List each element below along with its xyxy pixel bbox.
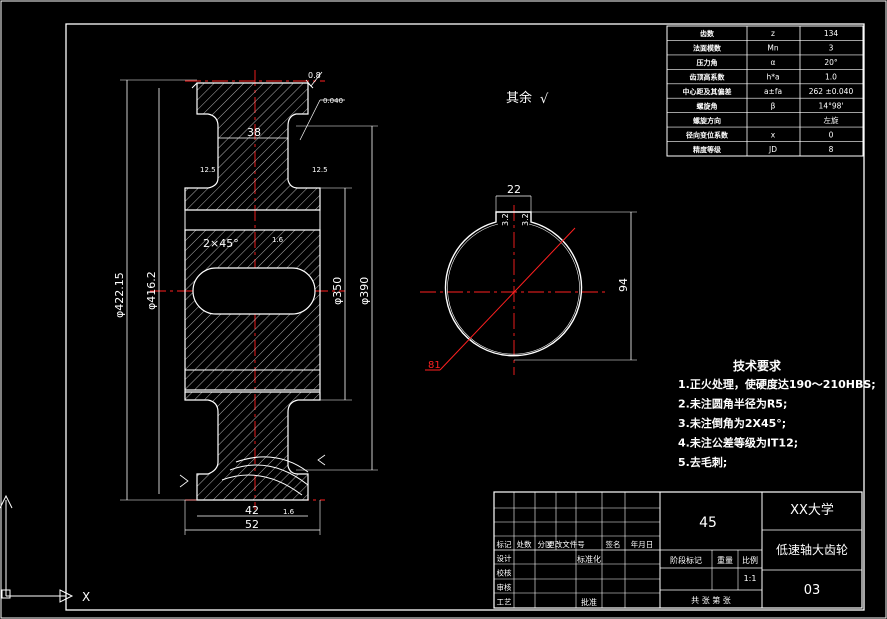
tech-req-item: 5.去毛刺; <box>678 455 727 469</box>
param-name: 中心距及其偏差 <box>683 87 732 96</box>
key-rough-1: 3.2 <box>501 213 510 226</box>
dim-root-dia: φ416.2 <box>145 271 158 310</box>
dim-38: 38 <box>247 126 261 139</box>
tech-req-item: 2.未注圆角半径为R5; <box>678 397 787 411</box>
helix-lines <box>221 456 309 496</box>
stage-label: 阶段标记 <box>670 555 702 565</box>
param-value: 0 <box>829 130 834 139</box>
std-label: 标准化 <box>577 554 601 564</box>
tb-row-label: 审核 <box>497 582 512 592</box>
lower-rim-section <box>184 391 321 501</box>
gear-section-view: 38 2×45° 1.6 φ422.15 φ416.2 φ350 φ390 42… <box>113 70 378 535</box>
drawing-border <box>65 23 865 611</box>
param-symbol: a±fa <box>764 87 782 96</box>
tech-req-item: 1.正火处理，使硬度达190～210HBS; <box>678 377 876 391</box>
scale-value: 1:1 <box>744 574 757 583</box>
param-value: 14°98' <box>819 101 844 110</box>
tb-header-label: 更改文件号 <box>547 539 585 549</box>
tb-row-label: 校核 <box>497 568 512 578</box>
param-value: 3 <box>829 44 834 53</box>
param-value: 1.0 <box>825 73 837 82</box>
upper-rim-section <box>184 82 321 211</box>
dim-390: φ390 <box>358 277 371 305</box>
rough-b: 12.5 <box>200 166 216 174</box>
dim-52: 52 <box>245 518 259 531</box>
technical-requirements: 技术要求 1.正火处理，使硬度达190～210HBS; 2.未注圆角半径为R5; 3… <box>678 358 876 469</box>
param-name: 螺旋方向 <box>693 116 721 125</box>
param-name: 齿数 <box>700 29 715 38</box>
dim-94: 94 <box>617 278 630 292</box>
tech-req-item: 3.未注倒角为2X45°; <box>678 416 786 430</box>
tb-header-label: 年月日 <box>631 539 654 549</box>
ucs-x-label: X <box>82 590 90 604</box>
param-name: 径向变位系数 <box>686 130 729 139</box>
rough-c: 12.5 <box>312 166 328 174</box>
chamfer-label: 2×45° <box>203 237 239 250</box>
tb-header-label: 处数 <box>517 539 532 549</box>
param-symbol: α <box>771 58 776 67</box>
weight-label: 重量 <box>717 555 733 565</box>
param-name: 齿顶高系数 <box>690 73 726 82</box>
param-symbol: h*a <box>766 73 779 82</box>
surface-note: 其余 <box>506 90 532 106</box>
param-symbol: z <box>771 29 775 38</box>
param-value: 左旋 <box>824 115 839 125</box>
dim-outer-dia: φ422.15 <box>113 272 126 318</box>
hub-end-view: 22 3.2 3.2 94 81 <box>420 183 637 375</box>
approve-label: 批准 <box>581 597 597 607</box>
param-symbol: x <box>771 130 776 139</box>
drawing-number: 03 <box>804 583 821 598</box>
tolerance: 0.040 <box>323 97 343 105</box>
part-name: 低速轴大齿轮 <box>776 542 848 557</box>
param-symbol: JD <box>768 145 777 154</box>
param-name: 精度等级 <box>693 145 722 154</box>
bore-circle <box>444 211 583 357</box>
rough-d: 1.6 <box>272 236 284 244</box>
keyway-slot <box>192 267 316 315</box>
param-symbol: β <box>771 101 776 110</box>
tech-title: 技术要求 <box>733 358 782 373</box>
material: 45 <box>699 515 717 531</box>
param-value: 20° <box>824 58 838 67</box>
sheets-label: 共 张 第 张 <box>691 595 731 605</box>
title-block: 45 XX大学 低速轴大齿轮 03 阶段标记 重量 比例 1:1 共 张 第 张… <box>493 491 863 609</box>
tb-header-label: 签名 <box>606 539 621 549</box>
param-symbol: Mn <box>767 44 778 53</box>
param-value: 134 <box>824 29 839 38</box>
tb-header-label: 分区 <box>538 540 553 549</box>
tb-row-label: 设计 <box>497 553 512 563</box>
key-width: 22 <box>507 183 521 196</box>
hole-dia: 81 <box>428 360 441 371</box>
param-value: 262 ±0.040 <box>809 87 854 96</box>
tb-header-label: 标记 <box>497 539 512 549</box>
tb-row-label: 工艺 <box>497 598 512 607</box>
param-name: 螺旋角 <box>697 101 718 110</box>
dim-350: φ350 <box>331 277 344 305</box>
key-rough-2: 3.2 <box>521 213 530 226</box>
ucs-icon: X <box>0 494 90 604</box>
dim-42: 42 <box>245 504 259 517</box>
parameter-table: 齿数 z 134 法面模数 Mn 3 压力角 α 20° 齿顶高系数 h*a 1.0 中心距及其偏差 a±… <box>666 25 864 157</box>
bore-top <box>184 209 321 231</box>
rough-e: 1.6 <box>283 508 295 516</box>
dia-leader <box>439 227 576 371</box>
param-value: 8 <box>829 145 834 154</box>
rough-a: 0.8 <box>308 71 321 80</box>
param-name: 压力角 <box>697 58 718 67</box>
university: XX大学 <box>790 502 834 518</box>
surface-symbol: √ <box>540 92 549 107</box>
tech-req-item: 4.未注公差等级为IT12; <box>678 436 798 450</box>
scale-label: 比例 <box>742 555 758 565</box>
param-name: 法面模数 <box>693 44 722 53</box>
